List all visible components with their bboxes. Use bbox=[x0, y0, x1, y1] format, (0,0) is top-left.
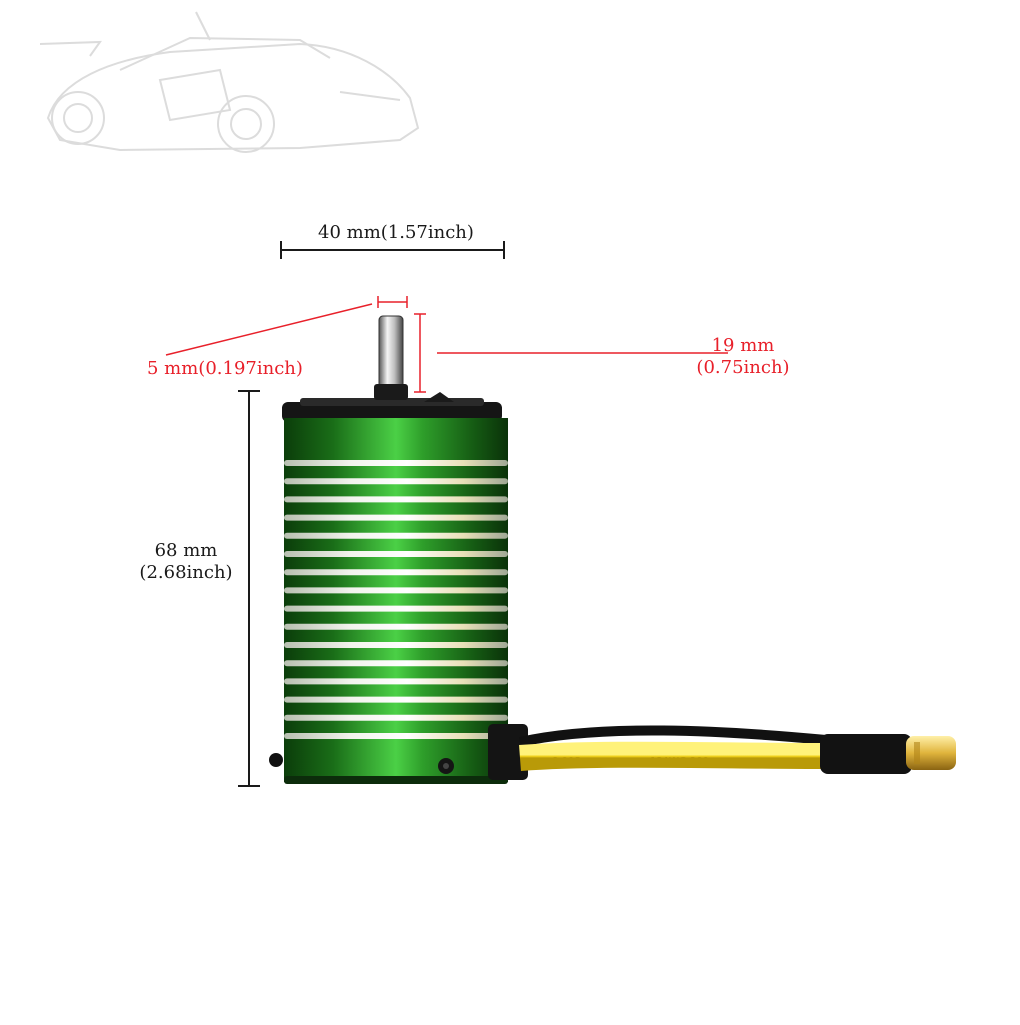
car-watermark bbox=[39, 11, 420, 153]
cooling-fin bbox=[284, 587, 508, 594]
cooling-fin bbox=[284, 605, 508, 612]
cooling-fin bbox=[284, 532, 508, 539]
cooling-fin bbox=[284, 623, 508, 630]
motor-shaft bbox=[374, 315, 408, 400]
screw bbox=[269, 753, 283, 767]
heat-shrink bbox=[820, 734, 912, 774]
wire-grommet bbox=[488, 724, 528, 780]
cooling-fin bbox=[284, 551, 508, 557]
shaft-diameter-label: 5 mm(0.197inch) bbox=[147, 358, 303, 379]
shaft-length-mm: 19 mm bbox=[711, 335, 775, 356]
cooling-fin bbox=[284, 460, 508, 466]
height-label: 68 mm (2.68inch) bbox=[124, 540, 248, 584]
cooling-fin bbox=[284, 660, 508, 667]
cooling-fin bbox=[284, 696, 508, 703]
cooling-fin bbox=[284, 514, 508, 521]
height-mm: 68 mm bbox=[154, 540, 218, 561]
shaft-diameter-dimension-line bbox=[165, 296, 408, 356]
motor-top-cap bbox=[282, 402, 502, 422]
cooling-fin bbox=[284, 678, 508, 685]
cooling-fins bbox=[284, 460, 508, 739]
motor-cylinder bbox=[284, 418, 508, 746]
yellow-wire bbox=[519, 741, 827, 771]
wire-assembly: 8·00S 12AWG 200 bbox=[488, 724, 956, 780]
width-label: 40 mm(1.57inch) bbox=[318, 222, 474, 243]
motor-body bbox=[269, 392, 508, 784]
cooling-fin bbox=[284, 733, 508, 739]
cooling-fin bbox=[284, 569, 508, 576]
bullet-connector bbox=[906, 736, 956, 770]
cooling-fin bbox=[284, 642, 508, 648]
cooling-fin bbox=[284, 714, 508, 721]
height-in: (2.68inch) bbox=[139, 562, 233, 583]
svg-text:12AWG 200: 12AWG 200 bbox=[650, 756, 709, 767]
shaft-length-dimension-line bbox=[414, 313, 728, 393]
cooling-fin bbox=[284, 496, 508, 503]
width-dimension-line bbox=[280, 241, 505, 259]
svg-text:8·00S: 8·00S bbox=[552, 756, 581, 767]
shaft-length-in: (0.75inch) bbox=[696, 357, 790, 378]
height-dimension-line bbox=[238, 390, 260, 787]
cooling-fin bbox=[284, 478, 508, 485]
shaft-length-label: 19 mm (0.75inch) bbox=[690, 335, 796, 379]
